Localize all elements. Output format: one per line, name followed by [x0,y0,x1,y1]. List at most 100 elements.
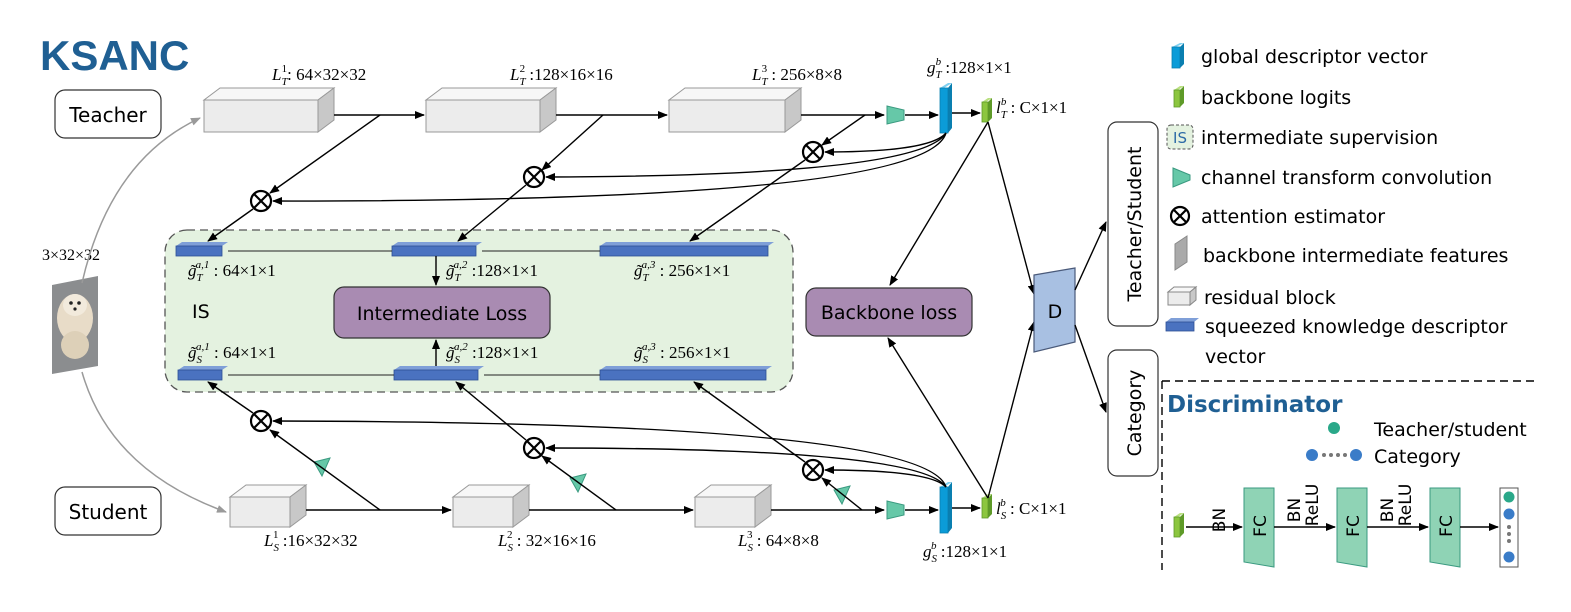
disc-bn-2: BN [1285,498,1305,522]
disc-fc-3-label: FC [1437,515,1457,537]
disc-legend-category: Category [1374,446,1461,468]
legend: global descriptor vector backbone logits… [1165,43,1508,368]
teacher-layer-3-label: LT3 : 256×8×8 [751,63,842,88]
disc-fc-1-label: FC [1251,515,1271,537]
svg-text:gSb :128×1×1: gSb :128×1×1 [923,540,1007,565]
teacher-layer-2-label: LT2 :128×16×16 [509,63,613,88]
student-attention-estimator-1-icon [249,409,273,433]
squeezed-descriptor-icon [1165,318,1199,332]
student-layer-2-label: LS2 : 32×16×16 [497,529,596,554]
svg-text:LT2 :128×16×16: LT2 :128×16×16 [509,63,613,88]
student-global-descriptor-icon [939,482,952,534]
teacher-descriptor-2-label: g̃Ta,2 :128×1×1 [446,259,538,284]
page-title: KSANC [40,32,189,79]
svg-text:g̃Ta,2 :128×1×1: g̃Ta,2 :128×1×1 [446,259,538,284]
student-descriptor-3-label: g̃Sa,3 : 256×1×1 [634,341,731,366]
discriminator-title: Discriminator [1167,392,1343,418]
disc-fc-1: FC [1243,487,1275,568]
disc-fc-3: FC [1429,487,1461,568]
student-residual-block-2 [451,484,531,528]
svg-text:IS: IS [1173,129,1187,147]
legend-item-attention-estimator: attention estimator [1169,205,1385,228]
legend-label: backbone logits [1201,87,1351,109]
student-attention-estimator-2-icon [522,436,546,460]
student-channel-transform-icon [886,500,905,520]
student-layer-1-label: LS1 :16×32×32 [263,529,358,554]
student-role-label: Student [69,500,148,524]
student-global-label: gSb :128×1×1 [923,540,1007,565]
student-descriptor-3 [599,366,772,381]
svg-text:LS2 : 32×16×16: LS2 : 32×16×16 [497,529,596,554]
discriminator-d-block: D [1033,267,1076,353]
student-residual-block-1 [228,484,308,528]
teacher-residual-block-1 [202,87,336,133]
intermediate-loss-box: Intermediate Loss [333,286,551,339]
legend-item-backbone-logits: backbone logits [1173,86,1351,109]
is-label: IS [192,301,210,323]
teacher-student-output-box: Teacher/Student [1107,121,1159,327]
svg-text:lSb : C×1×1: lSb : C×1×1 [996,497,1066,522]
disc-input-logits-icon [1173,513,1184,538]
disc-fc-2-label: FC [1344,515,1364,537]
student-descriptor-2 [393,366,484,381]
disc-legend-teacher-student: Teacher/student [1373,419,1527,441]
residual-block-icon [1166,285,1198,307]
teacher-descriptor-2 [391,242,482,257]
category-dots-icon [1306,449,1362,461]
legend-label: backbone intermediate features [1203,245,1508,267]
teacher-residual-block-3 [667,87,803,133]
student-descriptor-1 [177,366,228,381]
legend-item-global-descriptor: global descriptor vector [1171,43,1428,69]
teacher-logits-icon [981,98,992,123]
student-logit-label: lSb : C×1×1 [996,497,1066,522]
student-attention-estimator-3-icon [801,458,825,482]
intermediate-loss-label: Intermediate Loss [357,303,527,325]
teacher-attention-estimator-3-icon [801,140,825,164]
svg-text:g̃Ta,3 : 256×1×1: g̃Ta,3 : 256×1×1 [634,259,730,284]
teacher-role-label: Teacher [68,103,147,127]
student-descriptor-2-label: g̃Sa,2 :128×1×1 [446,341,538,366]
legend-label: squeezed knowledge descriptor [1205,316,1507,338]
student-logits-icon [981,494,992,519]
teacher-descriptor-3 [599,242,774,257]
disc-bn-3: BN [1378,498,1398,522]
teacher-attention-estimator-2-icon [522,165,546,189]
teacher-attention-estimator-1-icon [249,189,273,213]
input-shape-label: 3×32×32 [42,247,100,264]
teacher-student-output-label: Teacher/Student [1124,147,1146,303]
legend-item-backbone-features: backbone intermediate features [1174,235,1508,271]
legend-label: residual block [1204,287,1336,309]
teacher-student-dot-icon [1328,422,1340,434]
teacher-channel-transform-icon [886,105,905,125]
disc-relu-1: ReLU [1303,484,1323,527]
legend-label: attention estimator [1201,206,1385,228]
svg-text:g̃Sa,3 : 256×1×1: g̃Sa,3 : 256×1×1 [634,341,731,366]
category-output-label: Category [1124,370,1146,457]
global-descriptor-icon [1171,43,1184,69]
svg-text:g̃Sa,2 :128×1×1: g̃Sa,2 :128×1×1 [446,341,538,366]
backbone-logits-icon [1173,86,1184,108]
backbone-loss-box: Backbone loss [805,287,973,337]
disc-output-vector-icon [1499,487,1519,568]
legend-label-continued: vector [1205,346,1265,368]
svg-text:LS1 :16×32×32: LS1 :16×32×32 [263,529,358,554]
student-descriptor-1-label: g̃Sa,1 : 64×1×1 [188,341,276,366]
student-residual-block-3 [693,484,773,528]
teacher-descriptor-1-label: g̃Ta,1 : 64×1×1 [188,259,276,284]
disc-relu-2: ReLU [1396,484,1416,527]
svg-text:LT3 : 256×8×8: LT3 : 256×8×8 [751,63,842,88]
svg-text:LS3 : 64×8×8: LS3 : 64×8×8 [737,529,819,554]
svg-text:g̃Ta,1 : 64×1×1: g̃Ta,1 : 64×1×1 [188,259,276,284]
backbone-loss-label: Backbone loss [821,302,957,324]
legend-item-intermediate-supervision: IS intermediate supervision [1166,124,1438,150]
teacher-descriptor-3-label: g̃Ta,3 : 256×1×1 [634,259,730,284]
svg-text:LT1: 64×32×32: LT1: 64×32×32 [271,63,366,88]
disc-fc-2: FC [1336,487,1368,568]
attention-estimator-icon [1169,205,1191,227]
legend-item-residual-block: residual block [1166,285,1336,309]
svg-text:g̃Sa,1 : 64×1×1: g̃Sa,1 : 64×1×1 [188,341,276,366]
teacher-layer-1-label: LT1: 64×32×32 [271,63,366,88]
disc-bn-1: BN [1210,508,1230,532]
channel-transform-icon [1172,167,1191,188]
